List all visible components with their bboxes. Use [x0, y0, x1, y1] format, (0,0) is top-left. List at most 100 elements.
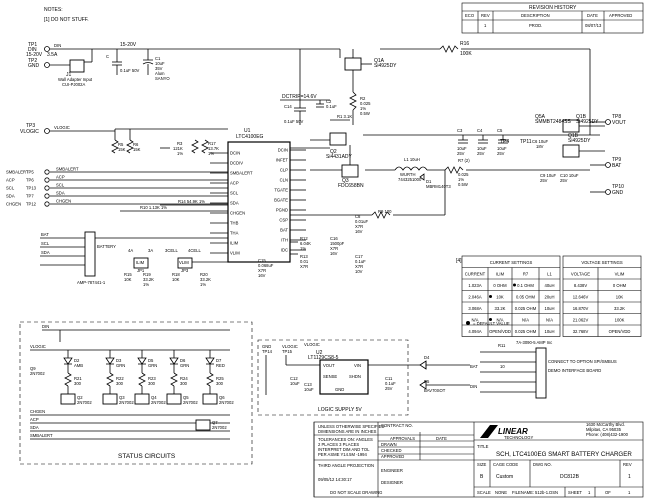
current-table-cell: N/A — [472, 318, 479, 323]
q7-part: 2N7002 — [212, 425, 227, 430]
u1-pin-left: DCDIV — [230, 161, 243, 166]
output-cap-value: 10uF — [457, 146, 467, 151]
signal-label: SMBALERT — [6, 170, 29, 175]
output-cap-voltage: 25V — [457, 151, 465, 156]
led-icon — [137, 357, 147, 365]
c11-label: C11 — [385, 376, 393, 381]
output-cap-voltage: 25V — [477, 151, 485, 156]
led-color: GRN — [116, 363, 125, 368]
ilim-label: ILIM — [136, 260, 145, 265]
c16-val: 1500pF — [330, 241, 345, 246]
output-cap-label: C5 — [497, 128, 503, 133]
connect-note: CONNECT TO OPTION SPI/SMBUS — [548, 359, 617, 364]
linear-logo: LINEAR TECHNOLOGY — [480, 425, 534, 440]
v1520-label: 15-20V — [26, 52, 43, 58]
sheet-lbl: SHEET — [568, 490, 582, 495]
q7-ref: Q7 — [212, 420, 218, 425]
output-cap-label: C4 — [477, 128, 483, 133]
tp-label: TP13 — [26, 186, 37, 191]
input-section: TP1 DIN DIN 15-20V 3.5A 15-20V TP2 GND J… — [26, 42, 340, 87]
r7-val: 0.025 — [458, 172, 469, 177]
r19-val: 33.2K — [143, 277, 154, 282]
l1-ref: L1 10uH — [404, 157, 420, 162]
company-sub: TECHNOLOGY — [504, 435, 534, 440]
q9-label: Q9 — [30, 366, 36, 371]
led-icon — [169, 357, 179, 365]
signal-label: CHGEN — [6, 202, 21, 207]
led-icon — [63, 357, 73, 365]
led-res-val: 300 — [74, 381, 82, 386]
led-fet — [166, 393, 182, 405]
vlogic-net: VLOGIC — [54, 125, 70, 130]
voltage-table-cell: 10K — [616, 295, 624, 300]
r15-label: R15 — [124, 272, 132, 277]
c11-v: 25V — [385, 386, 393, 391]
q1a-ref: Q1A — [374, 58, 385, 64]
r20-label: R20 — [200, 272, 208, 277]
din-net: DIN — [54, 43, 61, 48]
tp1-label: TP1 — [28, 42, 37, 48]
current-table-cell: 4.094A — [468, 329, 481, 334]
vlim-label: VLIM — [179, 260, 189, 265]
left-connectors: TP3 VLOGIC VLOGIC TP5SMBALERTSMBALERTTP6… — [6, 123, 228, 207]
size-lbl: SIZE — [477, 462, 487, 467]
signal-net: ACP — [56, 175, 65, 180]
scl-net: SCL — [41, 241, 50, 246]
q2-part: Si4431ADY — [326, 154, 353, 160]
c14-label: C14 — [284, 104, 292, 109]
u1-pin-right: CSP — [279, 218, 288, 223]
r3-label: R3 — [177, 141, 183, 146]
rev-h-date: DATE — [587, 13, 598, 18]
c11-val: 0.1uF — [385, 381, 396, 386]
rev-h-approved: APPROVED — [609, 13, 632, 18]
current-table-cell: 10uH — [544, 329, 554, 334]
u1-pin-right: PGND — [276, 208, 288, 213]
signal-net: SDA — [56, 191, 65, 196]
current-table-cell: 33.2K — [495, 306, 506, 311]
r12-label: R12 — [300, 236, 308, 241]
led-color: GRN — [180, 363, 189, 368]
of-lbl: OF — [605, 490, 611, 495]
signal-net: SCL — [56, 183, 65, 188]
jumper-4a: 4A — [128, 248, 133, 253]
revision-title: REVISION HISTORY — [529, 5, 577, 11]
led-res-val: 300 — [180, 381, 188, 386]
q2-ref: Q2 — [330, 149, 337, 155]
fet-part: 2N7002 — [183, 400, 198, 405]
d5-part: BAV70SOT — [424, 388, 446, 393]
c9-label: C9 10uF — [540, 173, 557, 178]
current-table-header: R7 — [523, 272, 529, 277]
current-table-cell: 0.025 OHM — [515, 306, 537, 311]
r11-val: 10 — [500, 364, 505, 369]
tp11-label: TP11 — [520, 139, 532, 145]
fet-ref: Q5 — [183, 395, 189, 400]
led-ref: D3 — [116, 358, 122, 363]
u1-ref: U1 — [244, 128, 251, 134]
voltage-table-title: VOLTAGE SETTINGS — [581, 260, 622, 265]
current-table-cell: 2.046A — [468, 295, 481, 300]
current-table-cell: 0.1 OHM — [517, 283, 534, 288]
v1520-net: 15-20V — [120, 42, 137, 48]
r10-r14: R10 1.13K 1% R14 54.9K 1% — [120, 199, 228, 212]
voltage-table-cell: 32.768V — [573, 329, 589, 334]
voltage-table-cell: 21.062V — [573, 318, 589, 323]
u1-pin-right: DCIN — [278, 148, 288, 153]
sanyo-35v: 35V — [155, 66, 163, 71]
c12-val: 10uF — [290, 381, 300, 386]
schematic-title: SCH, LTC4100EG SMART BATTERY CHARGER — [496, 451, 632, 458]
tp-label: TP6 — [26, 178, 34, 183]
c2-val: 0.1uF — [326, 104, 337, 109]
led-res-val: 300 — [116, 381, 124, 386]
c10-label: C10 10uF — [560, 173, 579, 178]
u1-pin-left: VLIM — [230, 251, 240, 256]
l1-brand: WURTH — [400, 172, 416, 177]
fet-ref: Q3 — [119, 395, 125, 400]
third-angle: THIRD ANGLE PROJECTION — [318, 463, 374, 468]
logic-supply-title: LOGIC SUPPLY 5V — [318, 407, 362, 413]
sda-net: SDA — [41, 250, 50, 255]
cage-val: Custom — [496, 474, 513, 480]
gnd-right-label: GND — [612, 190, 624, 196]
u2-vin: VIN — [354, 363, 361, 368]
u1-pin-right: CLN — [280, 178, 288, 183]
u1-pin-left: SDA — [230, 201, 239, 206]
